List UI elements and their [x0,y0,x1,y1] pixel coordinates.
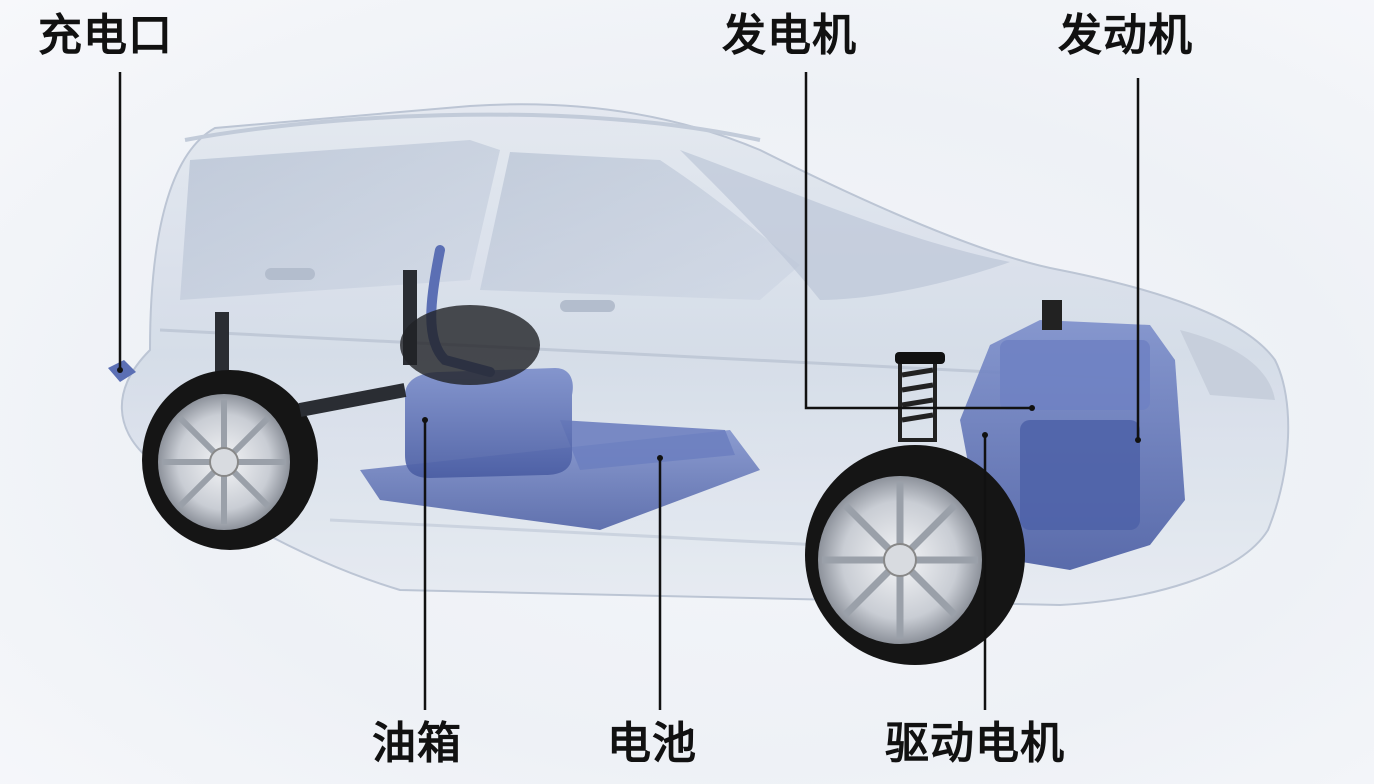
rear-wheel [142,370,318,550]
fuel-tank-label: 油箱 [372,718,462,769]
rear-axle [298,305,540,417]
generator-leader-line [804,72,1032,410]
engine-label: 发动机 [1058,10,1193,61]
battery-label: 电池 [607,718,697,769]
engine-generator-assembly [960,320,1185,570]
front-wheel [805,445,1025,665]
drive-motor-label: 驱动电机 [885,718,1065,769]
suspension [215,270,1062,442]
generator-label: 发电机 [722,10,857,61]
charge-port-label: 充电口 [38,10,173,61]
